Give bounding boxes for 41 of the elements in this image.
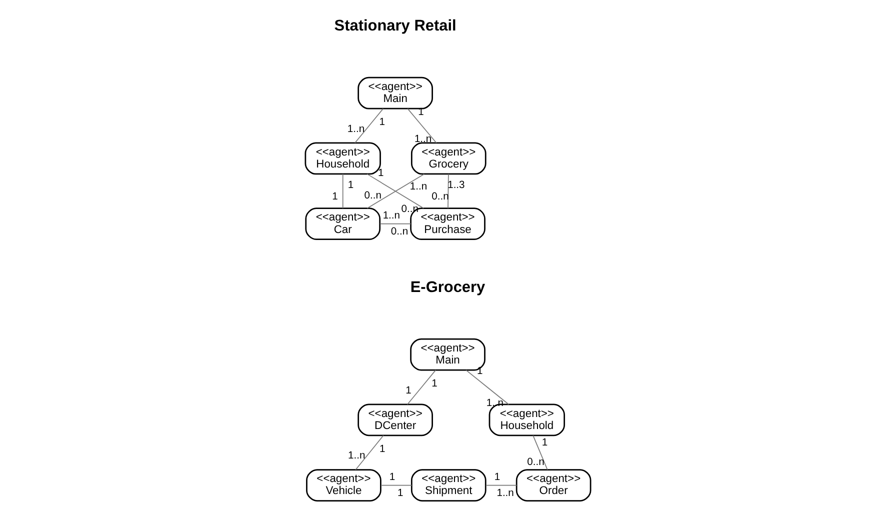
connector bbox=[355, 435, 384, 470]
connector bbox=[342, 174, 344, 209]
label: 1 bbox=[378, 168, 384, 179]
label: 0..n bbox=[364, 190, 382, 202]
label: 1..n bbox=[382, 210, 400, 222]
label: 1 bbox=[348, 180, 354, 192]
label: Stationary Retail bbox=[334, 18, 456, 35]
node-box: <<agent>> Order bbox=[516, 469, 592, 502]
label: 1 bbox=[398, 488, 404, 499]
label: E-Grocery bbox=[410, 279, 486, 296]
connector bbox=[380, 223, 412, 224]
label: 1 bbox=[494, 472, 500, 484]
label: 1 bbox=[432, 378, 438, 390]
node-box: <<agent>> Shipment bbox=[410, 469, 486, 502]
connector bbox=[448, 174, 449, 209]
label: 1 bbox=[379, 117, 385, 128]
label: 1..n bbox=[410, 181, 428, 192]
connector bbox=[407, 370, 436, 405]
node-box: <<agent>> DCenter bbox=[358, 404, 433, 436]
node-box: <<agent>> Grocery bbox=[410, 142, 486, 175]
connector bbox=[407, 108, 437, 144]
label: 0..n bbox=[390, 226, 408, 238]
label: 0..n bbox=[527, 457, 544, 468]
label: 1 bbox=[332, 192, 338, 203]
label: 1..n bbox=[348, 450, 366, 462]
label: 1..n bbox=[496, 488, 514, 499]
node-box: <<agent>> Vehicle bbox=[306, 469, 382, 502]
node-box: <<agent>> Car bbox=[305, 208, 381, 240]
connector bbox=[486, 484, 518, 486]
node-box: <<agent>> Main bbox=[358, 76, 433, 110]
connector bbox=[380, 484, 412, 486]
label: 1 bbox=[380, 444, 386, 455]
label: 1..3 bbox=[448, 180, 465, 192]
label: 1 bbox=[542, 438, 548, 449]
connector bbox=[466, 370, 510, 405]
connector bbox=[532, 435, 548, 470]
label: 1 bbox=[389, 472, 396, 484]
label: 1..n bbox=[347, 124, 365, 135]
label: 1 bbox=[406, 385, 412, 396]
label: 0..n bbox=[432, 192, 449, 203]
connector bbox=[354, 108, 384, 144]
